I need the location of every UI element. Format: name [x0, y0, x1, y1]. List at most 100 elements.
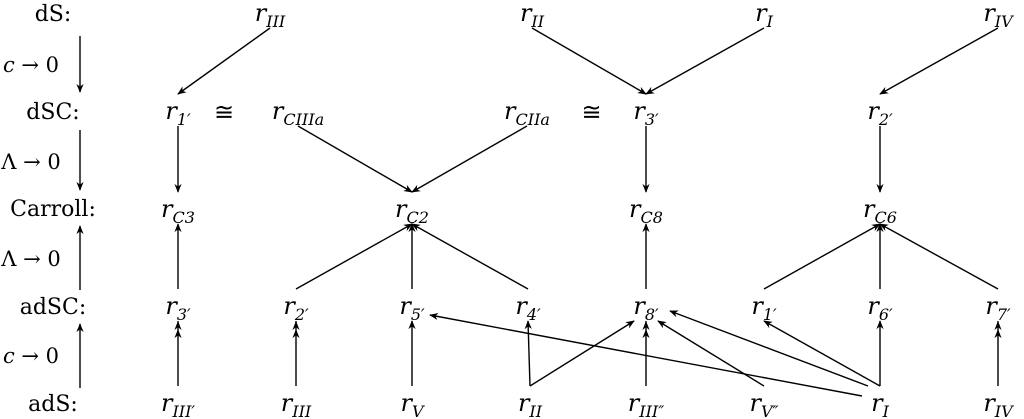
node-sub: 6′ — [879, 305, 893, 324]
node-adS_II: rII — [518, 389, 543, 419]
node-adSC_8p: r8′ — [633, 292, 659, 324]
node-base: r — [867, 97, 880, 125]
node-base: r — [629, 195, 642, 223]
node-sub: 7′ — [997, 305, 1011, 324]
node-sub: III — [265, 12, 286, 31]
node-sub: V″ — [761, 402, 779, 419]
node-C_C8: rC8 — [629, 195, 663, 227]
node-base: r — [633, 292, 646, 320]
node-sub: C8 — [641, 208, 663, 227]
node-base: r — [165, 292, 178, 320]
node-sub: 2′ — [878, 110, 893, 129]
node-base: r — [871, 389, 884, 417]
limit-label-adsc-carroll: Λ → 0 — [0, 247, 70, 271]
node-adS_III: rIII — [281, 389, 312, 419]
node-sub: 3′ — [177, 305, 191, 324]
node-sub: C6 — [875, 208, 897, 227]
node-base: r — [985, 292, 998, 320]
node-sub: 8′ — [645, 305, 659, 324]
node-base: r — [863, 195, 876, 223]
arrow-dSC_CIIIa-to-C_C2 — [297, 125, 413, 193]
node-base: r — [983, 0, 996, 27]
node-sub: IV — [994, 402, 1014, 419]
node-dS_III: rIII — [255, 0, 286, 31]
node-base: r — [161, 195, 174, 223]
node-adSC_1p: r1′ — [751, 292, 777, 324]
arrow-dS_IV-to-dSC_2p — [879, 27, 999, 95]
node-C_C6: rC6 — [863, 195, 897, 227]
limit-param: c — [2, 53, 15, 77]
limit-text: → 0 — [14, 53, 60, 77]
node-sub: III′ — [171, 402, 195, 419]
row-label-dsc: dSC: — [26, 100, 80, 125]
arrow-adS_I-to-adSC_1p — [763, 320, 881, 387]
node-dSC_3p: r3′ — [633, 97, 659, 129]
node-base: r — [755, 0, 768, 27]
node-base: r — [515, 292, 528, 320]
node-sub: C3 — [173, 208, 195, 227]
node-sub: CIIa — [516, 110, 550, 129]
arrow-adSC_1p-to-C_C6 — [763, 223, 881, 290]
node-base: r — [281, 389, 294, 417]
node-base: r — [749, 389, 762, 417]
node-base: r — [399, 292, 412, 320]
node-base: r — [165, 97, 178, 125]
node-adSC_7p: r7′ — [985, 292, 1011, 324]
node-base: r — [504, 97, 517, 125]
arrow-dS_III-to-dSC_1p — [177, 27, 271, 95]
node-sub: IV — [994, 12, 1014, 31]
node-adSC_3p: r3′ — [165, 292, 191, 324]
node-base: r — [751, 292, 764, 320]
arrow-adSC_7p-to-C_C6 — [879, 223, 999, 290]
node-base: r — [633, 97, 646, 125]
node-sub: 1′ — [763, 305, 777, 324]
node-base: r — [283, 292, 296, 320]
limit-label-dsc-carroll: Λ → 0 — [0, 150, 70, 174]
limit-text: → 0 — [16, 150, 61, 174]
node-base: r — [400, 389, 413, 417]
node-adS_V: rV — [400, 389, 424, 419]
limit-param: Λ — [1, 150, 17, 174]
node-dSC_2p: r2′ — [867, 97, 893, 129]
node-base: r — [628, 389, 641, 417]
node-base: r — [272, 97, 285, 125]
node-base: r — [395, 195, 408, 223]
arrow-adS_II-to-adSC_4p — [524, 320, 532, 387]
node-adSC_2p: r2′ — [283, 292, 309, 324]
arrow-dSC_CIIa-to-C_C2 — [411, 125, 528, 193]
isomorphism-symbol: ≅ — [214, 98, 234, 126]
node-sub: 5′ — [411, 305, 425, 324]
limit-text: → 0 — [16, 247, 61, 271]
node-dSC_CIIIa: rCIIIa — [272, 97, 324, 129]
node-sub: III — [291, 402, 312, 419]
node-sub: I — [882, 402, 890, 419]
node-base: r — [161, 389, 174, 417]
arrow-adSC_4p-to-C_C2 — [411, 223, 529, 290]
arrow-adS_Vpp-to-adSC_8p — [657, 320, 765, 387]
node-adSC_4p: r4′ — [515, 292, 541, 324]
node-sub: 4′ — [526, 305, 541, 324]
node-sub: I — [766, 12, 774, 31]
row-label-carroll: Carroll: — [10, 197, 96, 222]
node-base: r — [255, 0, 268, 27]
node-sub: C2 — [407, 208, 429, 227]
node-adSC_5p: r5′ — [399, 292, 425, 324]
node-adSC_6p: r6′ — [867, 292, 893, 324]
limit-param: Λ — [1, 247, 17, 271]
row-label-ads: adS: — [28, 392, 78, 417]
arrow-dS_II-to-dSC_3p — [531, 27, 647, 95]
node-adS_IIIpp: rIII″ — [628, 389, 664, 419]
node-C_C2: rC2 — [395, 195, 429, 227]
node-sub: 2′ — [294, 305, 309, 324]
arrow-adS_I-to-adSC_8p — [669, 310, 869, 387]
node-sub: 1′ — [177, 110, 191, 129]
node-sub: II — [528, 402, 542, 419]
node-sub: CIIIa — [283, 110, 324, 129]
node-adS_IV: rIV — [983, 389, 1014, 419]
node-adS_Vpp: rV″ — [749, 389, 778, 419]
node-dS_I: rI — [755, 0, 773, 31]
arrow-dS_I-to-dSC_3p — [645, 27, 765, 95]
limit-label-ads-adsc: c → 0 — [0, 344, 70, 368]
node-dS_II: rII — [520, 0, 545, 31]
